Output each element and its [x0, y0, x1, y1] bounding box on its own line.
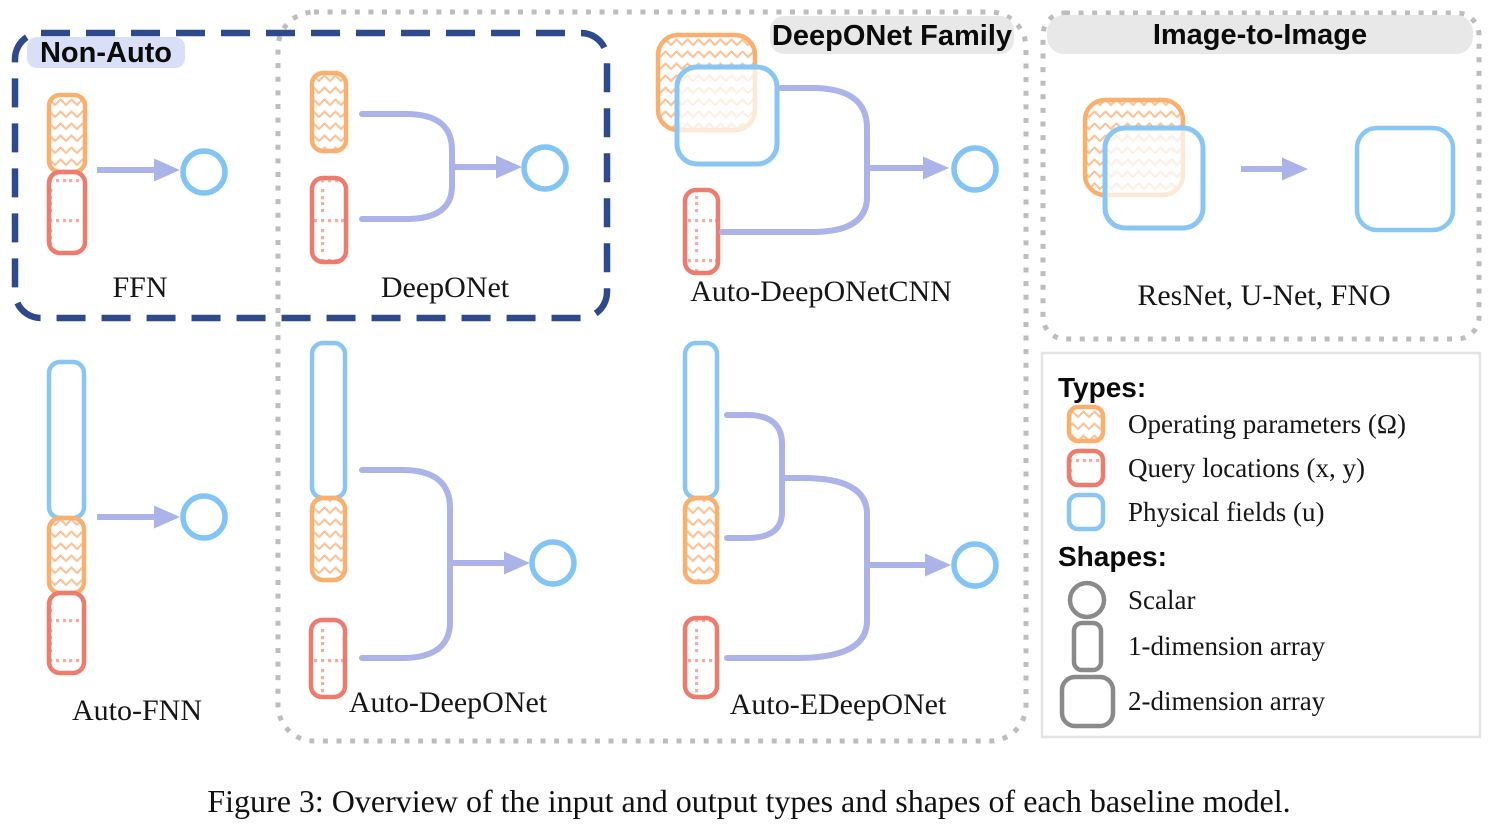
auto-edeeponet-scalar-output [951, 541, 999, 589]
legend-shape-scalar-label: Scalar [1128, 585, 1195, 615]
model-auto-deeponet-cnn: Auto-DeepONetCNN [655, 32, 999, 308]
array-2d-shape-icon [1059, 674, 1116, 729]
auto-deeponet-query-locations-rect [308, 617, 348, 700]
deeponet-family-group-label: DeepONet Family [770, 16, 1014, 54]
scalar-shape-icon [1067, 580, 1107, 620]
deeponet-operating-parameters-rect [309, 70, 349, 154]
query-locations-swatch-icon [1066, 448, 1106, 488]
auto-deeponet-merge-top-branch [359, 467, 453, 566]
legend-shape-1d-label: 1-dimension array [1128, 631, 1326, 661]
deeponet-query-locations-rect [309, 175, 349, 265]
physical-fields-swatch-icon [1066, 492, 1106, 532]
deeponet-family-label-text: DeepONet Family [772, 20, 1012, 52]
image-to-image-models-label: ResNet, U-Net, FNO [1137, 279, 1390, 312]
non-auto-group-border [11, 29, 611, 322]
model-deeponet: DeepONet [309, 70, 569, 304]
image-to-image-label-text: Image-to-Image [1153, 19, 1367, 51]
legend-type-physical-fields-label: Physical fields (u) [1128, 497, 1324, 527]
auto-fnn-operating-parameters-rect [46, 515, 87, 596]
auto-edeeponet-physical-fields-rect [682, 340, 720, 501]
auto-deeponet-cnn-query-locations-rect [682, 187, 721, 276]
auto-deeponet-cnn-scalar-output [951, 145, 999, 193]
auto-edeeponet-outer-merge-top-branch [779, 475, 870, 568]
figure-caption: Figure 3: Overview of the input and outp… [207, 783, 1290, 819]
ffn-operating-parameters-rect [46, 92, 88, 175]
model-auto-edeeponet: Auto-EDeepONet [682, 340, 999, 721]
auto-fnn-scalar-output [180, 493, 228, 541]
auto-edeeponet-query-locations-rect [682, 615, 720, 700]
deeponet-label: DeepONet [381, 271, 510, 304]
auto-edeeponet-outer-merge-bottom-branch [724, 562, 870, 661]
non-auto-label-text: Non-Auto [40, 37, 172, 69]
auto-deeponet-operating-parameters-rect [309, 495, 348, 583]
image-to-image-output-square [1354, 125, 1456, 233]
legend-type-query-locations-label: Query locations (x, y) [1128, 453, 1365, 483]
operating-parameters-swatch-icon [1066, 404, 1106, 444]
image-to-image-group-border [1040, 10, 1482, 342]
deeponet-family-label-pill [770, 16, 1014, 54]
auto-deeponet-cnn-merge-bottom-branch [719, 164, 870, 235]
model-ffn: FFN [46, 92, 228, 304]
model-auto-deeponet: Auto-DeepONet [308, 340, 577, 719]
deeponet-scalar-output [521, 144, 569, 192]
legend-shapes-heading: Shapes: [1058, 541, 1167, 572]
legend-box [1040, 351, 1482, 739]
auto-deeponet-merge-bottom-branch [359, 560, 453, 661]
image-to-image-group-label: Image-to-Image [1047, 15, 1473, 54]
non-auto-group-label: Non-Auto [27, 37, 185, 69]
ffn-query-locations-rect [46, 169, 88, 256]
ffn-scalar-output [180, 148, 228, 196]
deeponet-family-group-border [275, 9, 1029, 744]
auto-deeponet-label: Auto-DeepONet [349, 686, 548, 719]
non-auto-label-pill [27, 37, 185, 68]
auto-deeponet-physical-fields-rect [309, 340, 348, 501]
auto-deeponet-scalar-output [529, 539, 577, 587]
auto-fnn-label: Auto-FNN [72, 694, 202, 727]
auto-fnn-query-locations-rect [46, 590, 87, 676]
auto-deeponet-cnn-label: Auto-DeepONetCNN [690, 275, 952, 308]
legend-types-heading: Types: [1058, 372, 1146, 403]
auto-deeponet-cnn-physical-fields-square [674, 64, 780, 167]
model-auto-fnn: Auto-FNN [46, 359, 228, 727]
auto-edeeponet-label: Auto-EDeepONet [730, 688, 947, 721]
auto-edeeponet-inner-merge-top-branch [724, 412, 785, 481]
ffn-label: FFN [112, 271, 167, 304]
deeponet-merge-top-branch [359, 111, 455, 170]
auto-deeponet-cnn-merge-top-branch [777, 85, 870, 170]
legend: Types: Operating parameters (Ω) Query lo… [1040, 351, 1482, 739]
legend-type-operating-parameters-label: Operating parameters (Ω) [1128, 409, 1406, 439]
auto-edeeponet-operating-parameters-rect [682, 495, 720, 585]
image-to-image-physical-fields-square [1102, 125, 1206, 231]
deeponet-merge-bottom-branch [359, 164, 455, 222]
image-to-image-label-pill [1047, 15, 1473, 54]
model-image-to-image: ResNet, U-Net, FNO [1082, 97, 1456, 312]
legend-shape-2d-label: 2-dimension array [1128, 686, 1326, 716]
auto-edeeponet-inner-merge-bottom-branch [724, 475, 785, 541]
array-1d-shape-icon [1071, 620, 1104, 673]
auto-fnn-physical-fields-rect [46, 359, 87, 521]
